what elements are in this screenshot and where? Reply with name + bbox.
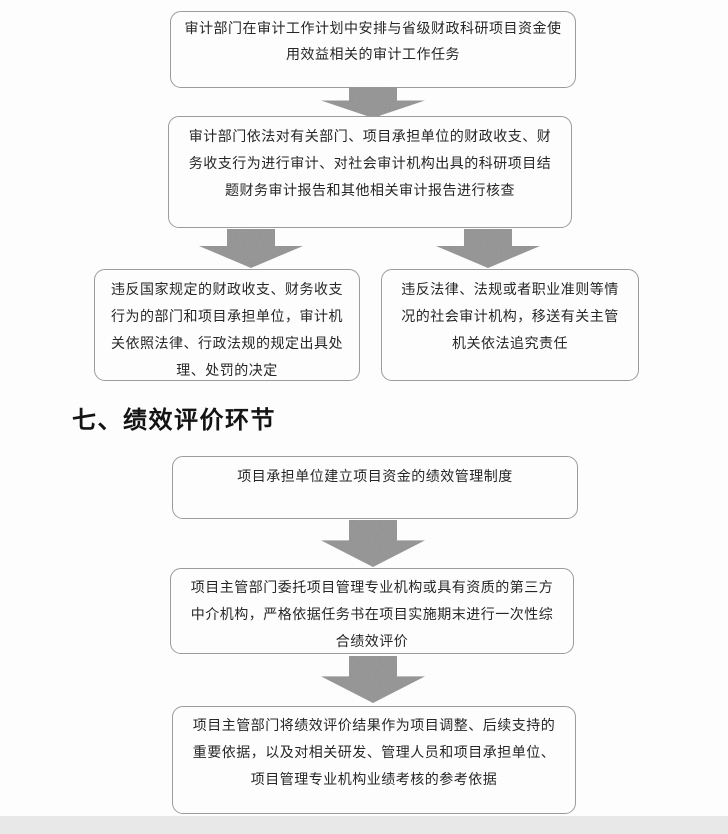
flow-box-comprehensive-evaluation: 项目主管部门委托项目管理专业机构或具有资质的第三方中介机构，严格依据任务书在项目… bbox=[170, 568, 574, 654]
down-arrow-shape bbox=[199, 229, 303, 268]
down-arrow-icon bbox=[199, 229, 303, 268]
section-heading: 七、绩效评价环节 bbox=[72, 407, 276, 434]
down-arrow-shape bbox=[321, 520, 425, 567]
flow-box-referral-responsibility: 违反法律、法规或者职业准则等情况的社会审计机构，移送有关主管机关依法追究责任 bbox=[381, 269, 639, 381]
flow-box-evaluation-results: 项目主管部门将绩效评价结果作为项目调整、后续支持的重要依据，以及对相关研发、管理… bbox=[172, 706, 576, 814]
flow-box-audit-inspection: 审计部门依法对有关部门、项目承担单位的财政收支、财务收支行为进行审计、对社会审计… bbox=[168, 116, 572, 228]
down-arrow-icon bbox=[436, 229, 540, 268]
down-arrow-icon bbox=[321, 87, 425, 118]
down-arrow-shape bbox=[436, 229, 540, 268]
page-bottom-bar bbox=[0, 816, 728, 834]
down-arrow-shape bbox=[321, 656, 425, 703]
flow-box-penalty-decision: 违反国家规定的财政收支、财务收支行为的部门和项目承担单位，审计机关依照法律、行政… bbox=[94, 269, 360, 381]
down-arrow-shape bbox=[321, 87, 425, 118]
flow-box-performance-system: 项目承担单位建立项目资金的绩效管理制度 bbox=[172, 456, 578, 519]
down-arrow-icon bbox=[321, 520, 425, 567]
flow-box-audit-plan: 审计部门在审计工作计划中安排与省级财政科研项目资金使用效益相关的审计工作任务 bbox=[170, 11, 576, 88]
down-arrow-icon bbox=[321, 656, 425, 703]
